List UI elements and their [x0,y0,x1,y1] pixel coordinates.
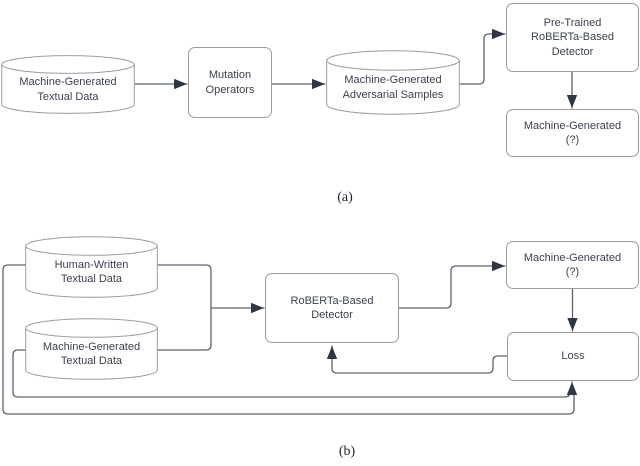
edge-b-detector-to-output [398,260,506,309]
node-label: Machine-Generated Textual Data [19,76,117,103]
node-a-machine-generated-adversarial-samples: Machine-Generated Adversarial Samples [326,50,460,115]
node-a-pretrained-roberta-detector: Pre-Trained RoBERTa-Based Detector [506,3,639,72]
edge-b-sources-merge-bar [157,264,212,351]
node-b-machine-generated-textual-data: Machine-Generated Textual Data [25,318,158,380]
edge-b-loss-to-detector-feedback [326,345,508,374]
node-b-roberta-detector: RoBERTa-Based Detector [265,273,399,343]
node-a-machine-generated-textual-data: Machine-Generated Textual Data [1,55,135,114]
node-a-mutation-operators: Mutation Operators [188,47,272,118]
node-b-human-written-textual-data: Human-Written Textual Data [25,236,158,298]
cylinder-shape [1,55,135,114]
node-label: Machine-Generated Adversarial Samples [342,74,444,101]
edge-b-human-data-to-loss [2,264,575,415]
caption-b: (b) [338,444,356,459]
node-label: Human-Written Textual Data [54,258,129,285]
node-b-loss: Loss [507,332,639,381]
node-label: RoBERTa-Based Detector [290,294,374,321]
cylinder-shape [25,236,158,298]
node-label: Machine-Generated Textual Data [42,340,141,367]
node-a-machine-generated-question: Machine-Generated (?) [506,109,639,157]
node-label: Pre-Trained RoBERTa-Based Detector [531,17,614,58]
cylinder-shape [326,50,460,115]
node-label: Mutation Operators [205,69,255,96]
node-b-machine-generated-question: Machine-Generated (?) [506,241,639,289]
node-label: Loss [561,350,585,363]
edge-a-adversarial-to-detector [459,28,506,85]
caption-a: (a) [337,190,353,205]
node-label: Machine-Generated (?) [523,119,622,146]
node-label: Machine-Generated (?) [523,251,622,278]
cylinder-shape [25,318,158,380]
